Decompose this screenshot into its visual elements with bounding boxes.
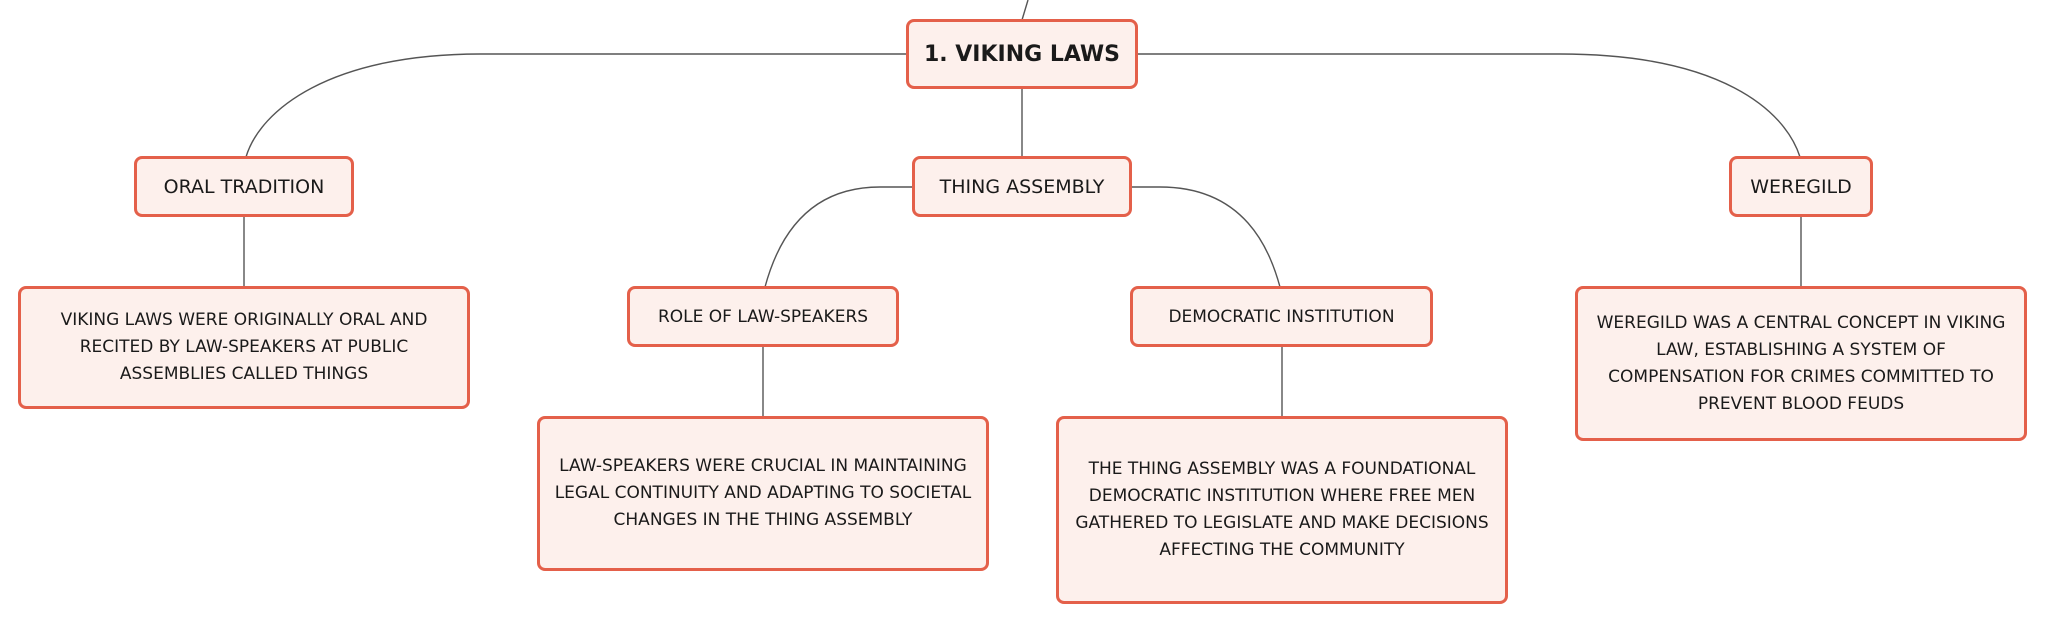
weregild-label: WEREGILD	[1750, 175, 1852, 198]
connector-thing-role	[764, 186, 914, 288]
root-node[interactable]: 1. VIKING LAWS	[906, 19, 1138, 89]
democratic-institution-label: DEMOCRATIC INSTITUTION	[1168, 306, 1395, 327]
oral-tradition-detail-node[interactable]: VIKING LAWS WERE ORIGINALLY ORAL AND REC…	[18, 286, 470, 409]
connector-thing-democratic	[1130, 186, 1281, 288]
oral-tradition-detail-text: VIKING LAWS WERE ORIGINALLY ORAL AND REC…	[60, 310, 428, 384]
oral-tradition-label: ORAL TRADITION	[163, 175, 325, 198]
root-node-label: 1. VIKING LAWS	[923, 41, 1121, 67]
oral-tradition-node[interactable]: ORAL TRADITION	[134, 156, 354, 217]
weregild-detail-node[interactable]: WEREGILD WAS A CENTRAL CONCEPT IN VIKING…	[1575, 286, 2027, 441]
democratic-institution-detail-node[interactable]: THE THING ASSEMBLY WAS A FOUNDATIONAL DE…	[1056, 416, 1508, 604]
weregild-detail-text: WEREGILD WAS A CENTRAL CONCEPT IN VIKING…	[1596, 312, 2006, 414]
role-of-law-speakers-node[interactable]: ROLE OF LAW-SPEAKERS	[627, 286, 899, 347]
role-of-law-speakers-detail-text: LAW-SPEAKERS WERE CRUCIAL IN MAINTAINING…	[554, 456, 972, 530]
connector-root-parent	[1021, 0, 1029, 21]
thing-assembly-label: THING ASSEMBLY	[939, 175, 1105, 198]
role-of-law-speakers-label: ROLE OF LAW-SPEAKERS	[657, 306, 869, 327]
democratic-institution-node[interactable]: DEMOCRATIC INSTITUTION	[1130, 286, 1433, 347]
connector-root-weregild	[1138, 53, 1801, 158]
connector-root-oral-tradition	[245, 53, 908, 158]
democratic-institution-detail-text: THE THING ASSEMBLY WAS A FOUNDATIONAL DE…	[1075, 459, 1489, 560]
thing-assembly-node[interactable]: THING ASSEMBLY	[912, 156, 1132, 217]
role-of-law-speakers-detail-node[interactable]: LAW-SPEAKERS WERE CRUCIAL IN MAINTAINING…	[537, 416, 989, 571]
weregild-node[interactable]: WEREGILD	[1729, 156, 1873, 217]
